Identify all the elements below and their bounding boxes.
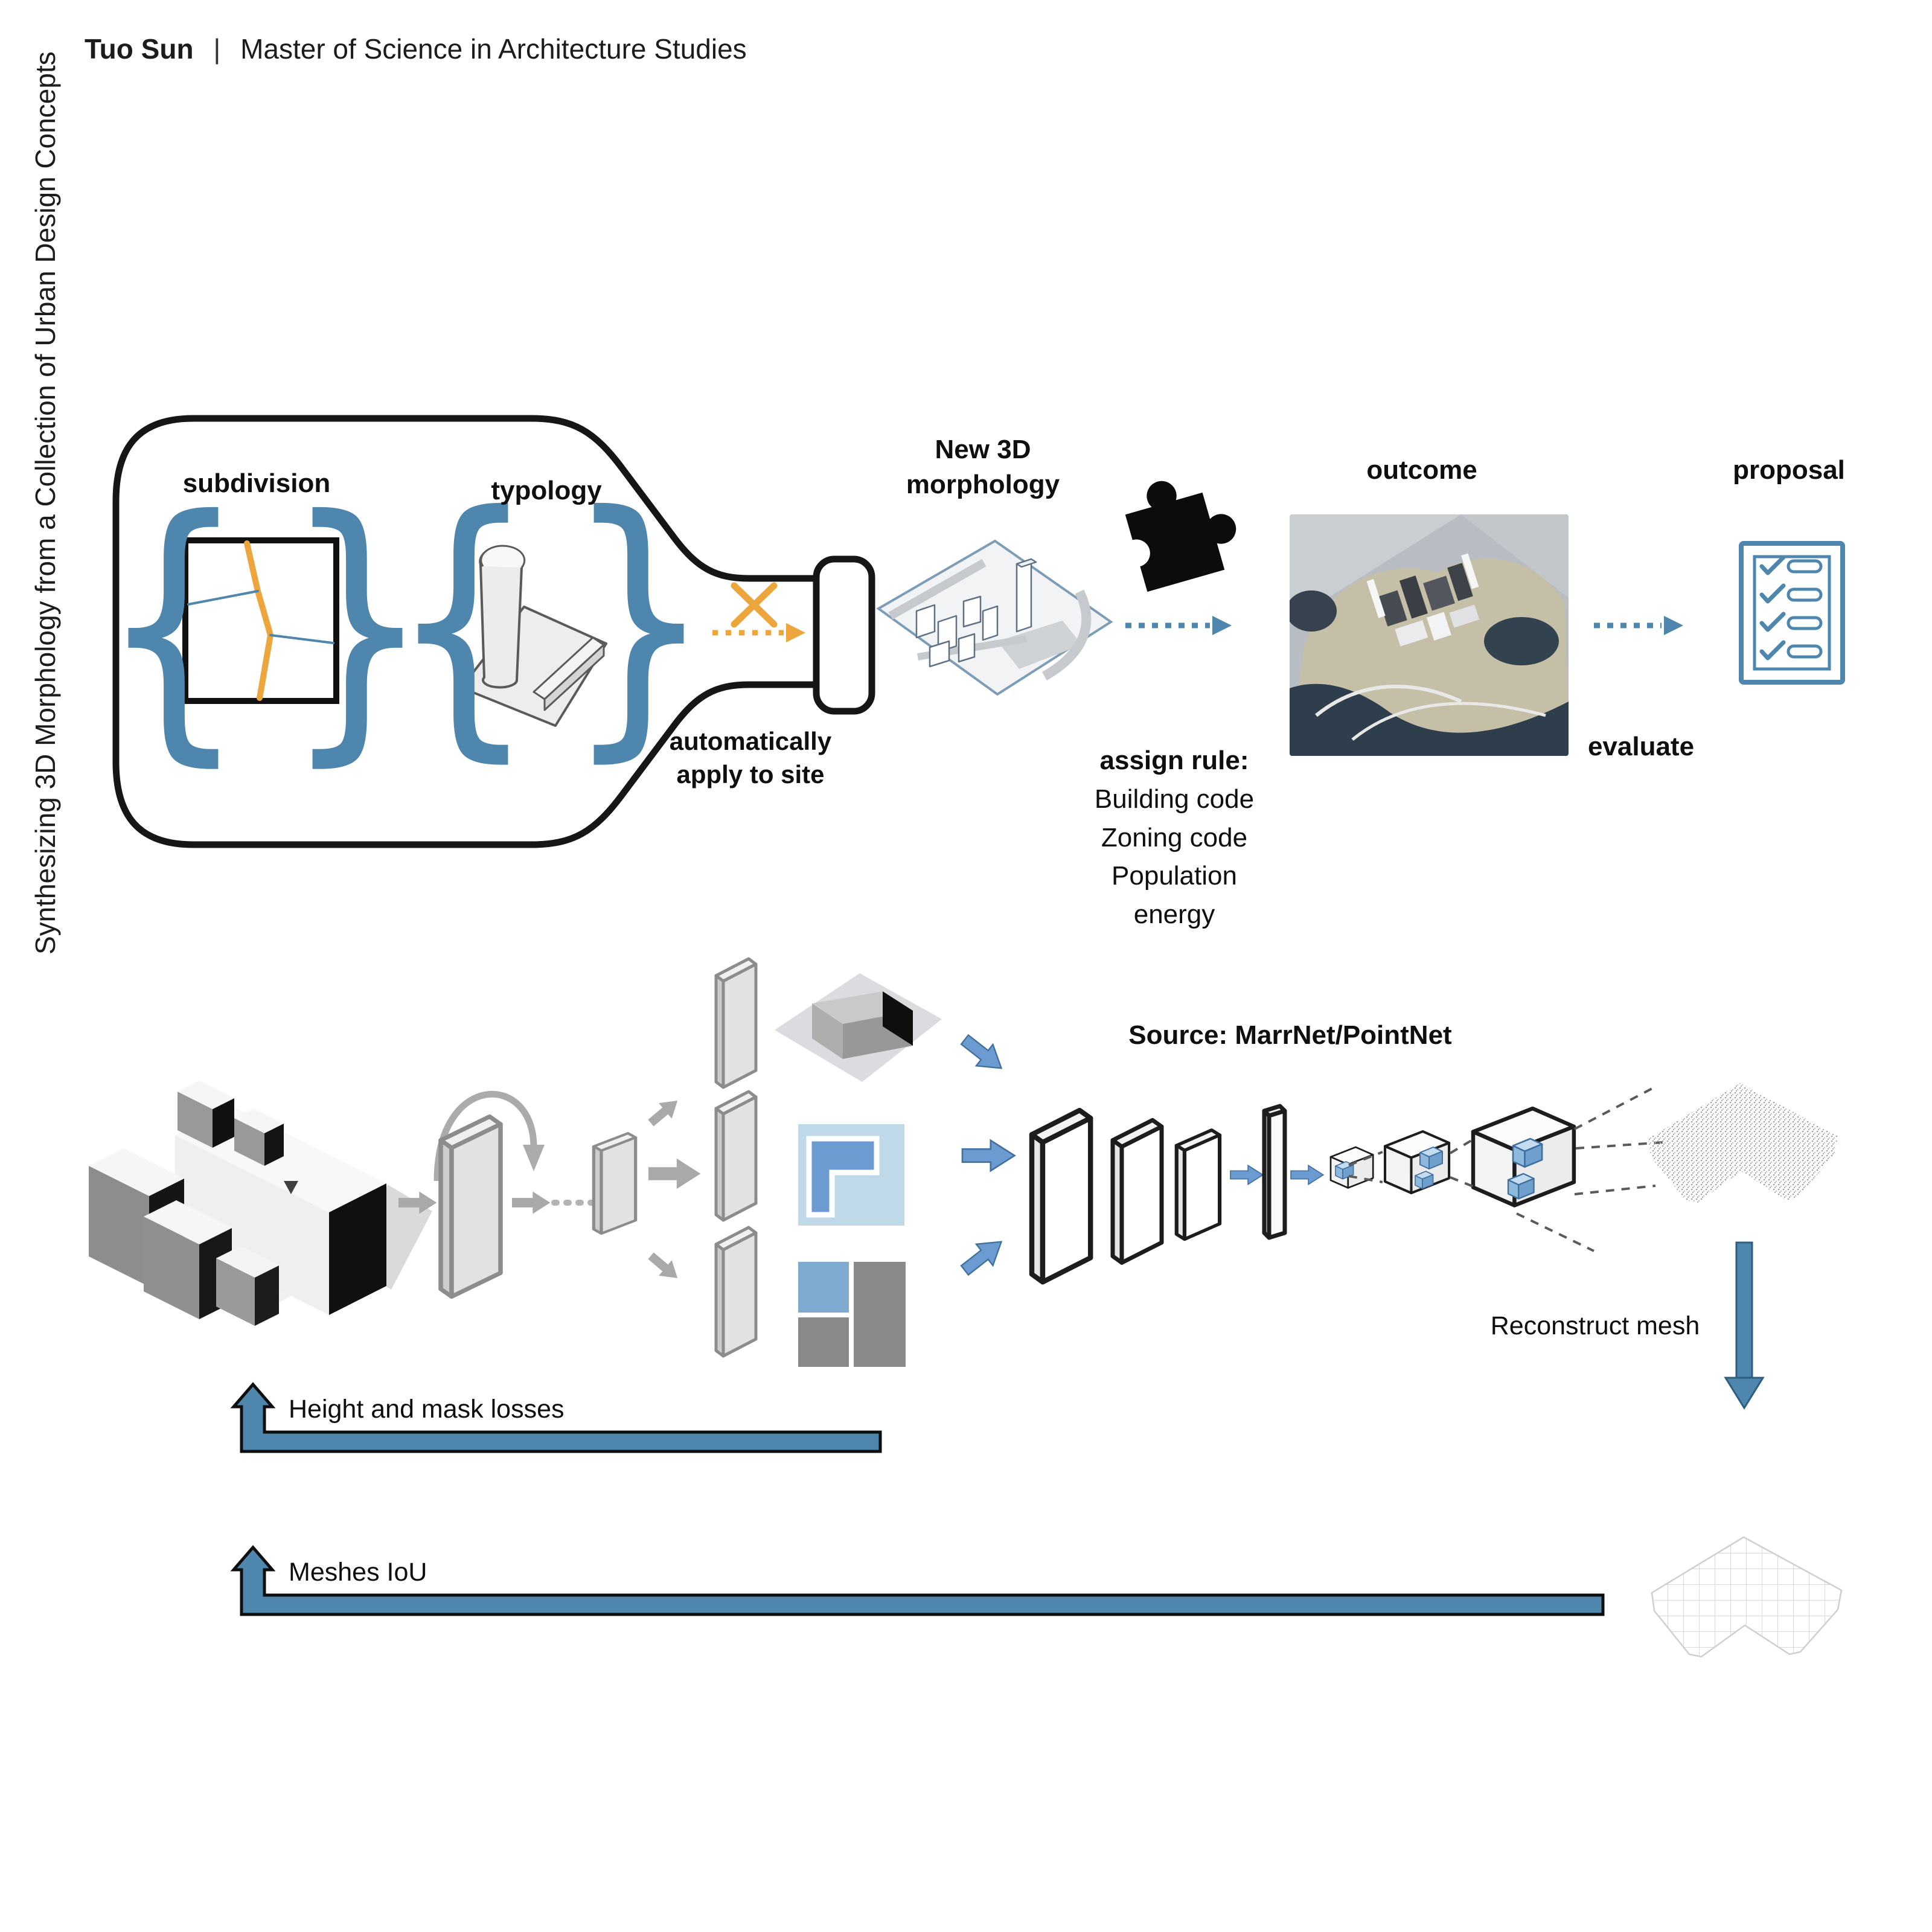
feature-panel-plan xyxy=(716,1227,756,1356)
label-reconstruct-mesh: Reconstruct mesh xyxy=(1490,1311,1700,1340)
label-source: Source: MarrNet/PointNet xyxy=(1128,1020,1452,1050)
cnn-panel-1 xyxy=(1032,1110,1090,1282)
flask-outline xyxy=(112,415,875,848)
branch-arrow-down xyxy=(644,1248,684,1286)
vertical-title: Synthesizing 3D Morphology from a Collec… xyxy=(30,51,61,955)
point-cloud-illustration xyxy=(1648,1083,1838,1203)
x-mark-icon xyxy=(731,582,778,628)
dotted-arrow-2 xyxy=(1594,616,1683,635)
dotted-arrow-1 xyxy=(1125,616,1232,635)
assign-rule-item: Population xyxy=(1112,861,1237,891)
label-typology: typology xyxy=(491,476,602,505)
reconstruct-arrow xyxy=(1724,1241,1765,1410)
new-morphology-illustration xyxy=(876,539,1113,696)
building-mass-illustration xyxy=(89,1081,432,1326)
assign-rule-block: assign rule: Building code Zoning code P… xyxy=(1095,741,1254,934)
assign-rule-title: assign rule: xyxy=(1099,746,1249,775)
puzzle-icon xyxy=(1125,481,1236,592)
merge-arrow-down xyxy=(956,1028,1011,1080)
brace-close-icon: } xyxy=(283,459,432,790)
fc-slab xyxy=(1262,1104,1287,1240)
branch-arrow-mid xyxy=(648,1158,701,1189)
wireframe-mesh-illustration xyxy=(1651,1536,1843,1658)
cnn-panel-3 xyxy=(1177,1130,1220,1239)
subdivision-parcel-lines xyxy=(187,540,334,701)
subdivision-box xyxy=(182,537,339,704)
label-height-mask-losses: Height and mask losses xyxy=(289,1395,565,1424)
label-auto-apply: automatically apply to site xyxy=(669,727,832,789)
assign-rule-item: Zoning code xyxy=(1101,822,1248,852)
label-subdivision: subdivision xyxy=(182,469,331,498)
flow-arrow-2 xyxy=(512,1191,551,1214)
feature-panel-latent xyxy=(593,1133,635,1233)
mask-image xyxy=(798,1124,904,1226)
flask-cap xyxy=(813,555,875,715)
outcome-photo xyxy=(1290,514,1569,756)
label-proposal: proposal xyxy=(1733,455,1845,485)
brace-close-icon: } xyxy=(565,455,713,785)
feature-panel-mask xyxy=(716,1092,756,1220)
loss-bar-meshes-iou xyxy=(230,1545,1605,1616)
label-new-morphology: New 3D morphology xyxy=(906,435,1060,500)
loss-bar-height-mask xyxy=(230,1382,882,1453)
brace-open-icon: { xyxy=(99,459,248,790)
receptive-field-dashes xyxy=(1348,1086,1665,1252)
conv-arrow-2 xyxy=(1290,1165,1324,1185)
label-outcome: outcome xyxy=(1366,455,1477,485)
assign-rule-item: energy xyxy=(1133,900,1215,930)
merge-arrow-up xyxy=(956,1230,1011,1282)
branch-arrow-up xyxy=(644,1093,684,1131)
typology-model xyxy=(460,545,607,727)
program-name: Master of Science in Architecture Studie… xyxy=(240,33,747,65)
brace-open-icon: { xyxy=(389,455,537,785)
orange-dotted-arrow-icon xyxy=(712,623,805,642)
height-map-image xyxy=(775,973,942,1082)
label-meshes-iou: Meshes IoU xyxy=(289,1558,427,1587)
plan-image xyxy=(798,1262,906,1367)
checklist-icon xyxy=(1739,541,1845,685)
feature-panel-height xyxy=(716,959,756,1087)
merge-arrow-mid xyxy=(961,1139,1016,1172)
header: Tuo Sun | Master of Science in Architect… xyxy=(85,33,747,65)
label-evaluate: evaluate xyxy=(1587,732,1695,761)
conv-arrow-1 xyxy=(1230,1165,1264,1185)
assign-rule-item: Building code xyxy=(1094,784,1255,814)
author-name: Tuo Sun xyxy=(85,33,194,65)
cnn-panel-2 xyxy=(1113,1120,1162,1262)
feature-panel-input xyxy=(441,1116,501,1296)
title-separator: | xyxy=(213,33,221,65)
